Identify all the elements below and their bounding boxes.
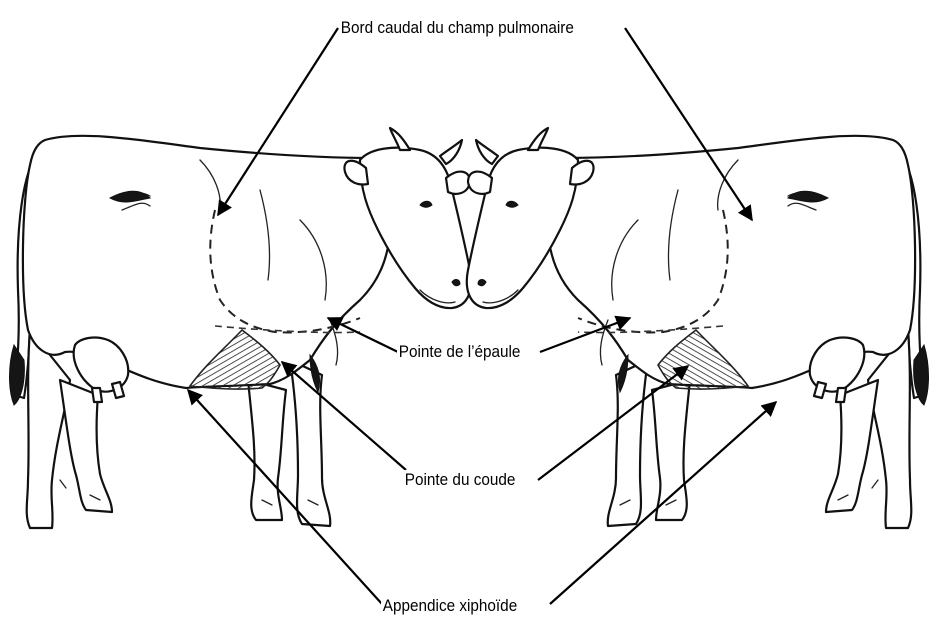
cow-left: [10, 128, 472, 528]
pointer-shoulder-left: [328, 318, 398, 352]
cow-right: [467, 128, 929, 528]
label-xiphoid: Appendice xiphoïde: [381, 596, 519, 616]
label-lung-border: Bord caudal du champ pulmonaire: [339, 18, 576, 38]
label-elbow-point: Pointe du coude: [403, 470, 517, 490]
pointer-xiphoid-left: [188, 390, 382, 604]
label-shoulder-point: Pointe de l’épaule: [397, 342, 522, 362]
